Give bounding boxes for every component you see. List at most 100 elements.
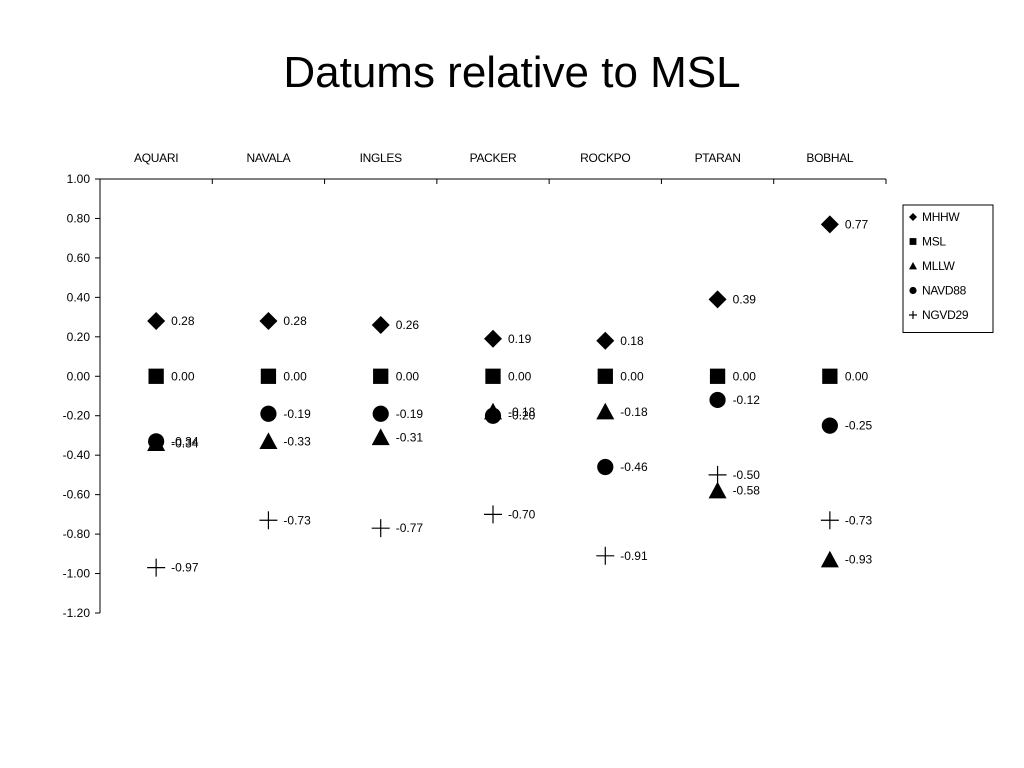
point-mhhw-3 [484, 329, 502, 348]
point-msl-4 [597, 368, 613, 384]
point-ngvd29-6 [820, 511, 839, 530]
y-tick-label: -0.40 [63, 448, 91, 462]
point-ngvd29-2 [371, 519, 390, 538]
point-ngvd29-0 [147, 558, 166, 577]
y-tick-label: -0.80 [63, 527, 91, 541]
point-ngvd29-1 [259, 511, 278, 530]
x-tick-label: NAVALA [247, 151, 291, 165]
point-msl-3 [485, 368, 501, 384]
point-mhhw-1 [259, 312, 278, 331]
legend-marker-msl [909, 238, 917, 245]
point-ngvd29-3 [484, 505, 502, 524]
y-tick-label: 0.40 [67, 290, 91, 304]
data-label-navd88: -0.20 [508, 409, 536, 423]
data-label-mhhw: 0.28 [283, 314, 307, 328]
legend-label: MSL [922, 235, 946, 249]
y-tick-label: -0.60 [63, 488, 91, 502]
legend-label: NGVD29 [922, 308, 969, 322]
point-ngvd29-4 [596, 546, 615, 565]
legend-box [902, 204, 994, 333]
data-label-msl: 0.00 [508, 369, 532, 383]
point-mllw-5 [708, 481, 727, 499]
data-label-navd88: -0.34 [171, 434, 199, 448]
data-label-ngvd29: -0.73 [283, 513, 311, 527]
point-mllw-2 [371, 428, 390, 446]
data-label-ngvd29: -0.50 [733, 468, 761, 482]
data-label-msl: 0.00 [733, 369, 757, 383]
x-tick-label: BOBHAL [806, 151, 854, 165]
point-msl-5 [709, 368, 726, 384]
data-label-mllw: -0.58 [733, 484, 761, 498]
data-label-navd88: -0.19 [396, 407, 424, 421]
data-label-msl: 0.00 [845, 369, 869, 383]
data-label-ngvd29: -0.77 [396, 521, 424, 535]
y-tick-label: 0.20 [67, 330, 91, 344]
y-tick-label: 0.00 [67, 369, 91, 383]
point-msl-0 [148, 368, 164, 384]
data-label-mllw: -0.18 [508, 405, 536, 419]
point-navd88-5 [709, 391, 726, 409]
y-tick-label: -0.20 [63, 409, 91, 423]
legend-label: MLLW [922, 259, 956, 273]
data-label-navd88: -0.12 [733, 393, 761, 407]
data-label-mhhw: 0.19 [508, 332, 532, 346]
point-navd88-0 [148, 433, 165, 450]
chart-title: Datums relative to MSL [283, 48, 741, 97]
data-label-navd88: -0.46 [620, 460, 648, 474]
data-label-ngvd29: -0.73 [845, 513, 873, 527]
y-tick-label: -1.20 [63, 606, 91, 620]
data-label-mllw: -0.18 [620, 405, 648, 419]
point-mhhw-6 [820, 215, 839, 234]
data-label-mhhw: 0.18 [620, 334, 644, 348]
legend-label: NAVD88 [922, 284, 967, 298]
legend-label: MHHW [922, 210, 960, 224]
legend-marker-navd88 [909, 286, 917, 295]
y-tick-label: 1.00 [67, 172, 91, 186]
data-label-mhhw: 0.28 [171, 314, 195, 328]
legend-marker-ngvd29 [909, 311, 917, 319]
x-tick-label: PACKER [470, 151, 517, 165]
x-tick-label: INGLES [360, 151, 403, 165]
data-label-msl: 0.00 [620, 369, 644, 383]
point-mllw-6 [820, 550, 839, 568]
x-tick-label: PTARAN [695, 151, 741, 165]
point-mhhw-5 [708, 290, 727, 309]
x-tick-label: ROCKPO [580, 151, 630, 165]
point-mhhw-0 [147, 312, 166, 331]
point-mllw-1 [259, 432, 278, 450]
data-label-mllw: -0.34 [171, 436, 199, 450]
data-label-mllw: -0.33 [283, 434, 311, 448]
data-label-mllw: -0.93 [845, 553, 873, 567]
y-tick-label: 0.60 [67, 251, 91, 265]
data-label-navd88: -0.19 [283, 407, 311, 421]
point-mhhw-2 [371, 315, 390, 334]
point-ngvd29-5 [708, 465, 727, 484]
data-label-navd88: -0.25 [845, 419, 873, 433]
data-label-msl: 0.00 [283, 369, 307, 383]
data-label-msl: 0.00 [171, 369, 195, 383]
point-navd88-3 [484, 407, 502, 424]
point-msl-1 [260, 368, 277, 384]
y-tick-label: 0.80 [67, 211, 91, 225]
data-label-ngvd29: -0.91 [620, 549, 648, 563]
point-navd88-4 [597, 458, 614, 476]
y-tick-label: -1.00 [63, 567, 91, 581]
legend-marker-mllw [909, 262, 917, 270]
point-mllw-4 [596, 402, 615, 420]
data-label-mllw: -0.31 [396, 430, 424, 444]
legend-marker-mhhw [909, 213, 917, 221]
point-mhhw-4 [596, 331, 615, 350]
point-msl-2 [373, 368, 389, 384]
data-label-msl: 0.00 [396, 369, 420, 383]
point-navd88-6 [821, 417, 838, 434]
data-label-mhhw: 0.26 [396, 318, 420, 332]
point-navd88-1 [260, 405, 277, 422]
data-label-mhhw: 0.77 [845, 217, 869, 231]
point-msl-6 [822, 368, 838, 384]
data-label-ngvd29: -0.97 [171, 561, 199, 575]
point-navd88-2 [372, 405, 389, 422]
x-tick-label: AQUARI [134, 151, 178, 165]
data-label-mhhw: 0.39 [733, 292, 757, 306]
data-label-ngvd29: -0.70 [508, 507, 536, 521]
